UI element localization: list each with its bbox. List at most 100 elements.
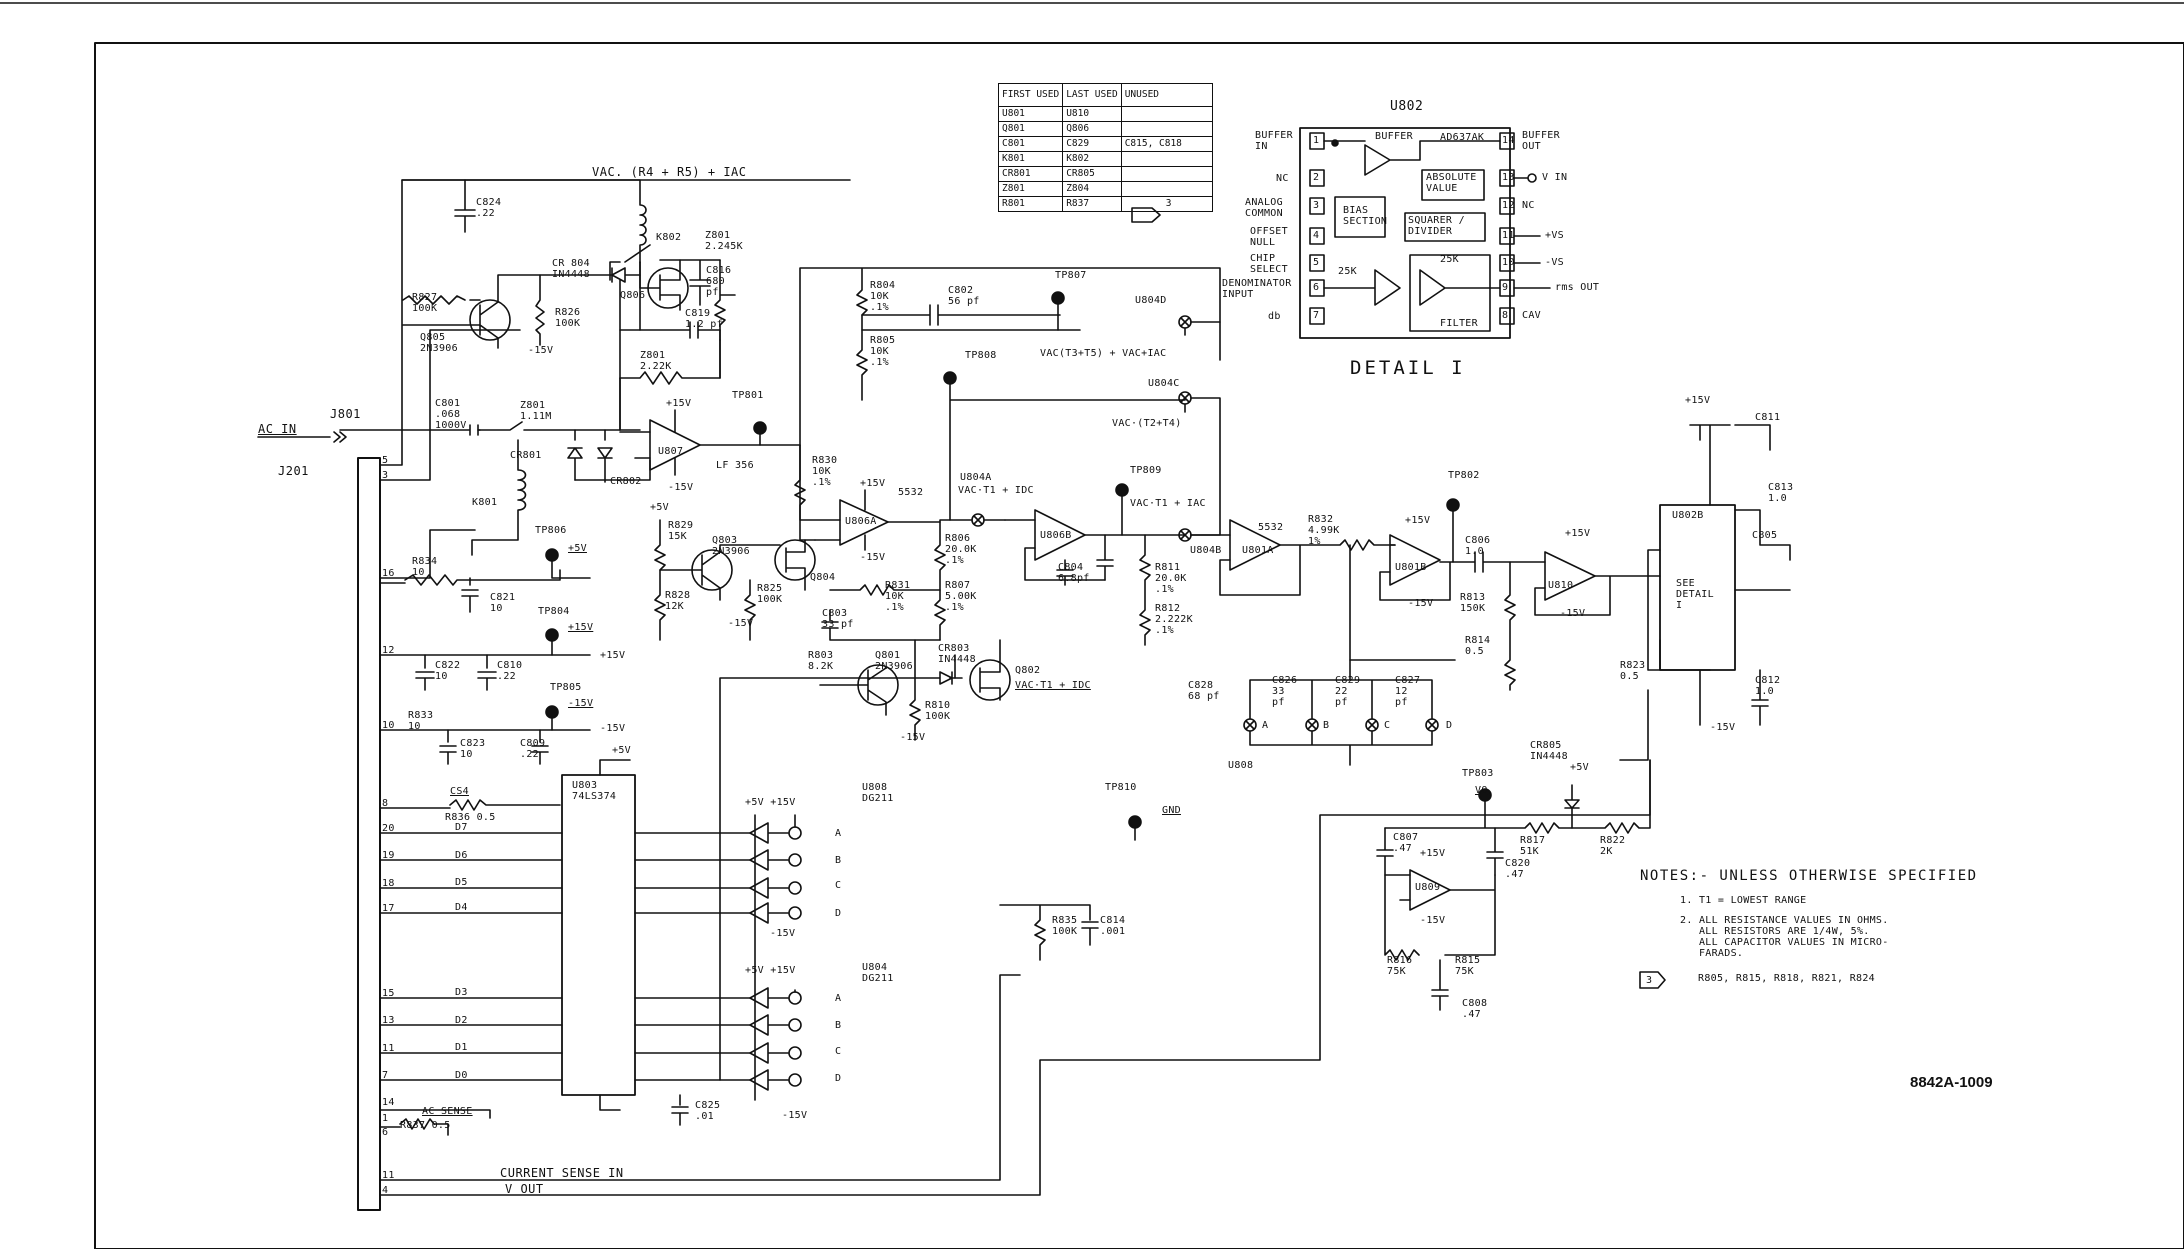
detail-pin6-num: 6: [1313, 282, 1320, 293]
tp801: [754, 422, 766, 434]
r831-label: R831 10K .1%: [885, 580, 911, 613]
pin-num: 8: [382, 798, 389, 809]
tp804: [546, 629, 558, 641]
p15-u810-label: +15V: [1565, 528, 1591, 539]
tp802: [1447, 499, 1459, 511]
r835-c814: [1000, 905, 1098, 960]
u803-latch: [562, 775, 635, 1095]
table-cell: K802: [1062, 151, 1122, 167]
table-header-last-used: LAST USED: [1062, 83, 1122, 107]
sheet-frame: [95, 43, 2184, 1249]
r803-label: R803 8.2K: [808, 650, 834, 672]
pin-num: 19: [382, 850, 395, 861]
c813-label: C813 1.0: [1768, 482, 1794, 504]
table-cell: C801: [997, 136, 1064, 152]
detail-pin8-num: 8: [1502, 310, 1509, 321]
detail-bias-label: BIAS SECTION: [1343, 205, 1388, 227]
k802-label: K802: [656, 232, 682, 243]
n15-sw1-label: -15V: [770, 928, 796, 939]
c805-label: C805: [1752, 530, 1778, 541]
detail-pin12-label: NC: [1522, 200, 1535, 211]
pin-num: 4: [382, 1185, 389, 1196]
j201-connector: [358, 458, 380, 1210]
d4-label: D4: [455, 902, 468, 913]
detail-pin7-num: 7: [1313, 310, 1320, 321]
p15-u807-label: +15V: [666, 398, 692, 409]
r830-resistor: [795, 445, 840, 520]
tp809: [1116, 484, 1128, 496]
r830-label: R830 10K .1%: [812, 455, 838, 488]
detail-r2-label: 25K: [1440, 254, 1459, 265]
u804a-label: U804A: [960, 472, 992, 483]
q805-transistor: [470, 300, 510, 340]
u801b-opamp: [1390, 535, 1440, 585]
r811-label: R811 20.0K .1%: [1155, 562, 1187, 595]
r810-label: R810 100K: [925, 700, 951, 722]
detail-pin7-label: db: [1268, 311, 1281, 322]
n15-u807-label: -15V: [668, 482, 694, 493]
q802-transistor: [970, 660, 1010, 700]
detail-pin11-num: 11: [1502, 230, 1515, 241]
notes-item-2: 2. ALL RESISTANCE VALUES IN OHMS. ALL RE…: [1680, 915, 1889, 959]
u801a-label: U801A: [1242, 545, 1274, 556]
c807-label: C807 .47: [1393, 832, 1419, 854]
vac-t3-label: VAC(T3+T5) + VAC+IAC: [1040, 348, 1167, 359]
r806-r807-network: [935, 522, 945, 640]
u803-outputs: [635, 833, 750, 1080]
u806a-label: U806A: [845, 516, 877, 527]
q801-label: Q801 2N3906: [875, 650, 913, 672]
r807-label: R807 5.00K .1%: [945, 580, 977, 613]
drawing-number: 8842A-1009: [1910, 1074, 1993, 1091]
detail-filter-label: FILTER: [1440, 318, 1478, 329]
table-cell: [1120, 121, 1213, 137]
d1-label: D1: [455, 1042, 468, 1053]
r817-label: R817 51K: [1520, 835, 1546, 857]
detail-abs-label: ABSOLUTE VALUE: [1426, 172, 1477, 194]
cr801-label: CR801: [510, 450, 542, 461]
r832-label: R832 4.99K 1%: [1308, 514, 1340, 547]
r822-label: R822 2K: [1600, 835, 1626, 857]
a-ch2-label: A: [835, 993, 842, 1004]
r828-label: R828 12K: [665, 590, 691, 612]
cs4-label: CS4: [450, 786, 469, 797]
c801-label: C801 .068 1000V: [435, 398, 467, 431]
lf356-label: LF 356: [716, 460, 754, 471]
r829-label: R829 15K: [668, 520, 694, 542]
current-sense-label: CURRENT SENSE IN: [500, 1166, 624, 1180]
ic5532a-label: 5532: [898, 487, 924, 498]
tp805: [546, 706, 558, 718]
table-cell: Z804: [1062, 181, 1122, 197]
q805-label: Q805 2N3906: [420, 332, 458, 354]
ac-in-label: AC IN: [258, 422, 297, 436]
pin-num: 12: [382, 645, 395, 656]
table-header-first-used: FIRST USED: [997, 83, 1064, 107]
c826-label: C826 33 pf: [1272, 675, 1298, 708]
detail-pin5-num: 5: [1313, 257, 1320, 268]
u802b-label: U802B: [1672, 510, 1704, 521]
vac-t1-b-label: VAC·T1 + IAC: [1130, 498, 1206, 509]
detail-pin11-label: +VS: [1545, 230, 1564, 241]
r826-label: R826 100K: [555, 307, 581, 329]
d5-label: D5: [455, 877, 468, 888]
pin-num: 6: [382, 1127, 389, 1138]
d0-label: D0: [455, 1070, 468, 1081]
detail-squarer-label: SQUARER / DIVIDER: [1408, 215, 1465, 237]
c819-cap: [620, 322, 720, 338]
detail-pin9-num: 9: [1502, 282, 1509, 293]
table-cell: R837: [1062, 196, 1122, 212]
detail-filter-block: [1410, 255, 1490, 331]
u809-opamp: [1410, 870, 1450, 910]
k801-label: K801: [472, 497, 498, 508]
c-ch2-label: C: [835, 1046, 842, 1057]
detail-amp2: [1324, 270, 1400, 305]
detail-pin14-num: 14: [1502, 135, 1515, 146]
c821-label: C821 10: [490, 592, 516, 614]
c819-label: C819 1.2 pf: [685, 308, 723, 330]
pin-num: 7: [382, 1070, 389, 1081]
sw-c-label: C: [1384, 720, 1391, 731]
table-cell: Z801: [997, 181, 1064, 197]
detail-pin10-num: 10: [1502, 257, 1515, 268]
